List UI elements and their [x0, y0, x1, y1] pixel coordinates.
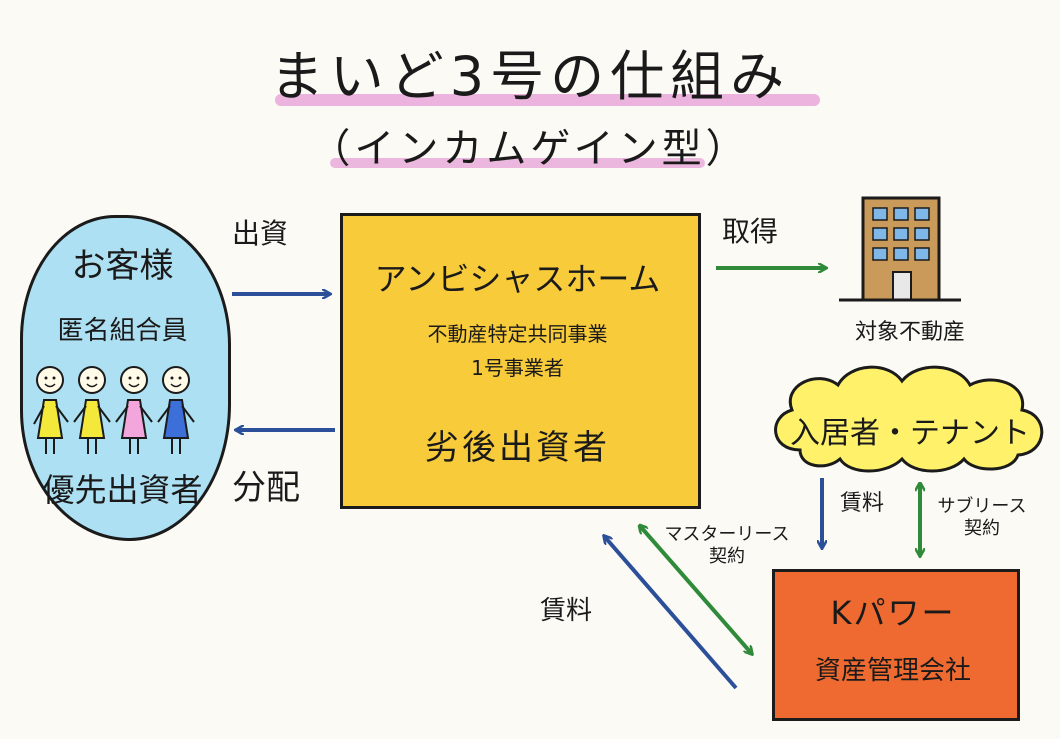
customer-role: 匿名組合員 — [57, 316, 188, 346]
customer-investor-type: 優先出資者 — [42, 471, 203, 509]
page-title: まいど3号の仕組み — [269, 45, 791, 108]
sublease-label-line2: 契約 — [964, 518, 1000, 539]
customer-name: お客様 — [71, 246, 174, 286]
master-lease-label-line2: 契約 — [709, 546, 745, 567]
rent-from-tenant-label: 賃料 — [840, 491, 885, 516]
master-lease-label-line1: マスターリース — [664, 524, 790, 545]
rent-to-operator-arrow — [604, 536, 738, 690]
asset-manager-node — [772, 569, 1020, 721]
tenant-cloud — [774, 365, 1044, 473]
investment-label: 出資 — [232, 217, 289, 250]
subtitle-highlight — [330, 158, 705, 168]
operator-desc-line1: 不動産特定共同事業 — [427, 322, 608, 346]
page-subtitle: （インカムゲイン型） — [310, 126, 750, 172]
operator-investor-type: 劣後出資者 — [425, 428, 610, 468]
master-lease-arrow — [640, 526, 752, 654]
operator-desc-line2: 1号事業者 — [471, 356, 564, 380]
acquisition-label: 取得 — [722, 215, 779, 248]
operator-name: アンビシャスホーム — [374, 260, 661, 298]
master-lease-label: マスターリース 契約 — [662, 524, 792, 568]
distribution-label: 分配 — [232, 468, 300, 508]
building-icon — [839, 196, 961, 302]
title-highlight — [275, 94, 820, 106]
property-label: 対象不動産 — [854, 320, 965, 345]
investors-people-icon — [33, 366, 195, 454]
asset-manager-name: Kパワー — [830, 594, 956, 632]
operator-node — [340, 213, 701, 509]
sublease-label: サブリース 契約 — [928, 496, 1036, 540]
asset-manager-role: 資産管理会社 — [814, 656, 971, 686]
sublease-label-line1: サブリース — [937, 496, 1027, 517]
rent-to-operator-label: 賃料 — [540, 596, 593, 626]
tenant-label: 入居者・テナント — [790, 416, 1030, 451]
